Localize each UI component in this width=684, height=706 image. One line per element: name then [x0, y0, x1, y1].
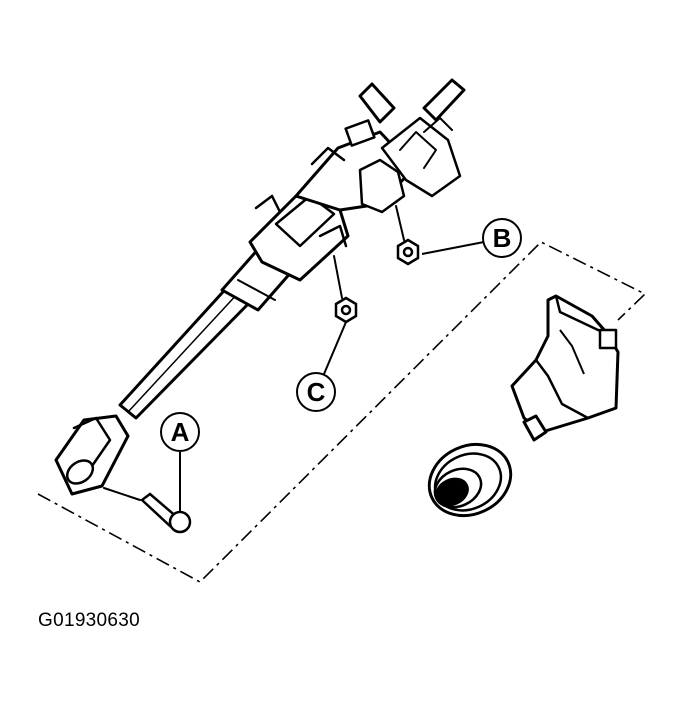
fastener-b-nut	[396, 238, 420, 266]
fastener-a-bolt	[140, 492, 192, 534]
callout-leaders	[179, 241, 485, 512]
fastener-c-nut	[334, 296, 358, 324]
steering-column	[54, 78, 466, 501]
callout-a-label: A	[171, 417, 190, 447]
figure-id: G01930630	[38, 610, 141, 631]
column-grommet	[427, 442, 513, 518]
callout-c-circle	[296, 372, 336, 412]
grouping-outline	[37, 241, 647, 583]
callout-a-circle	[160, 412, 200, 452]
callout-c-label: C	[307, 377, 326, 407]
column-cover	[510, 294, 620, 442]
callout-b-circle	[482, 218, 522, 258]
callout-b-label: B	[493, 223, 512, 253]
